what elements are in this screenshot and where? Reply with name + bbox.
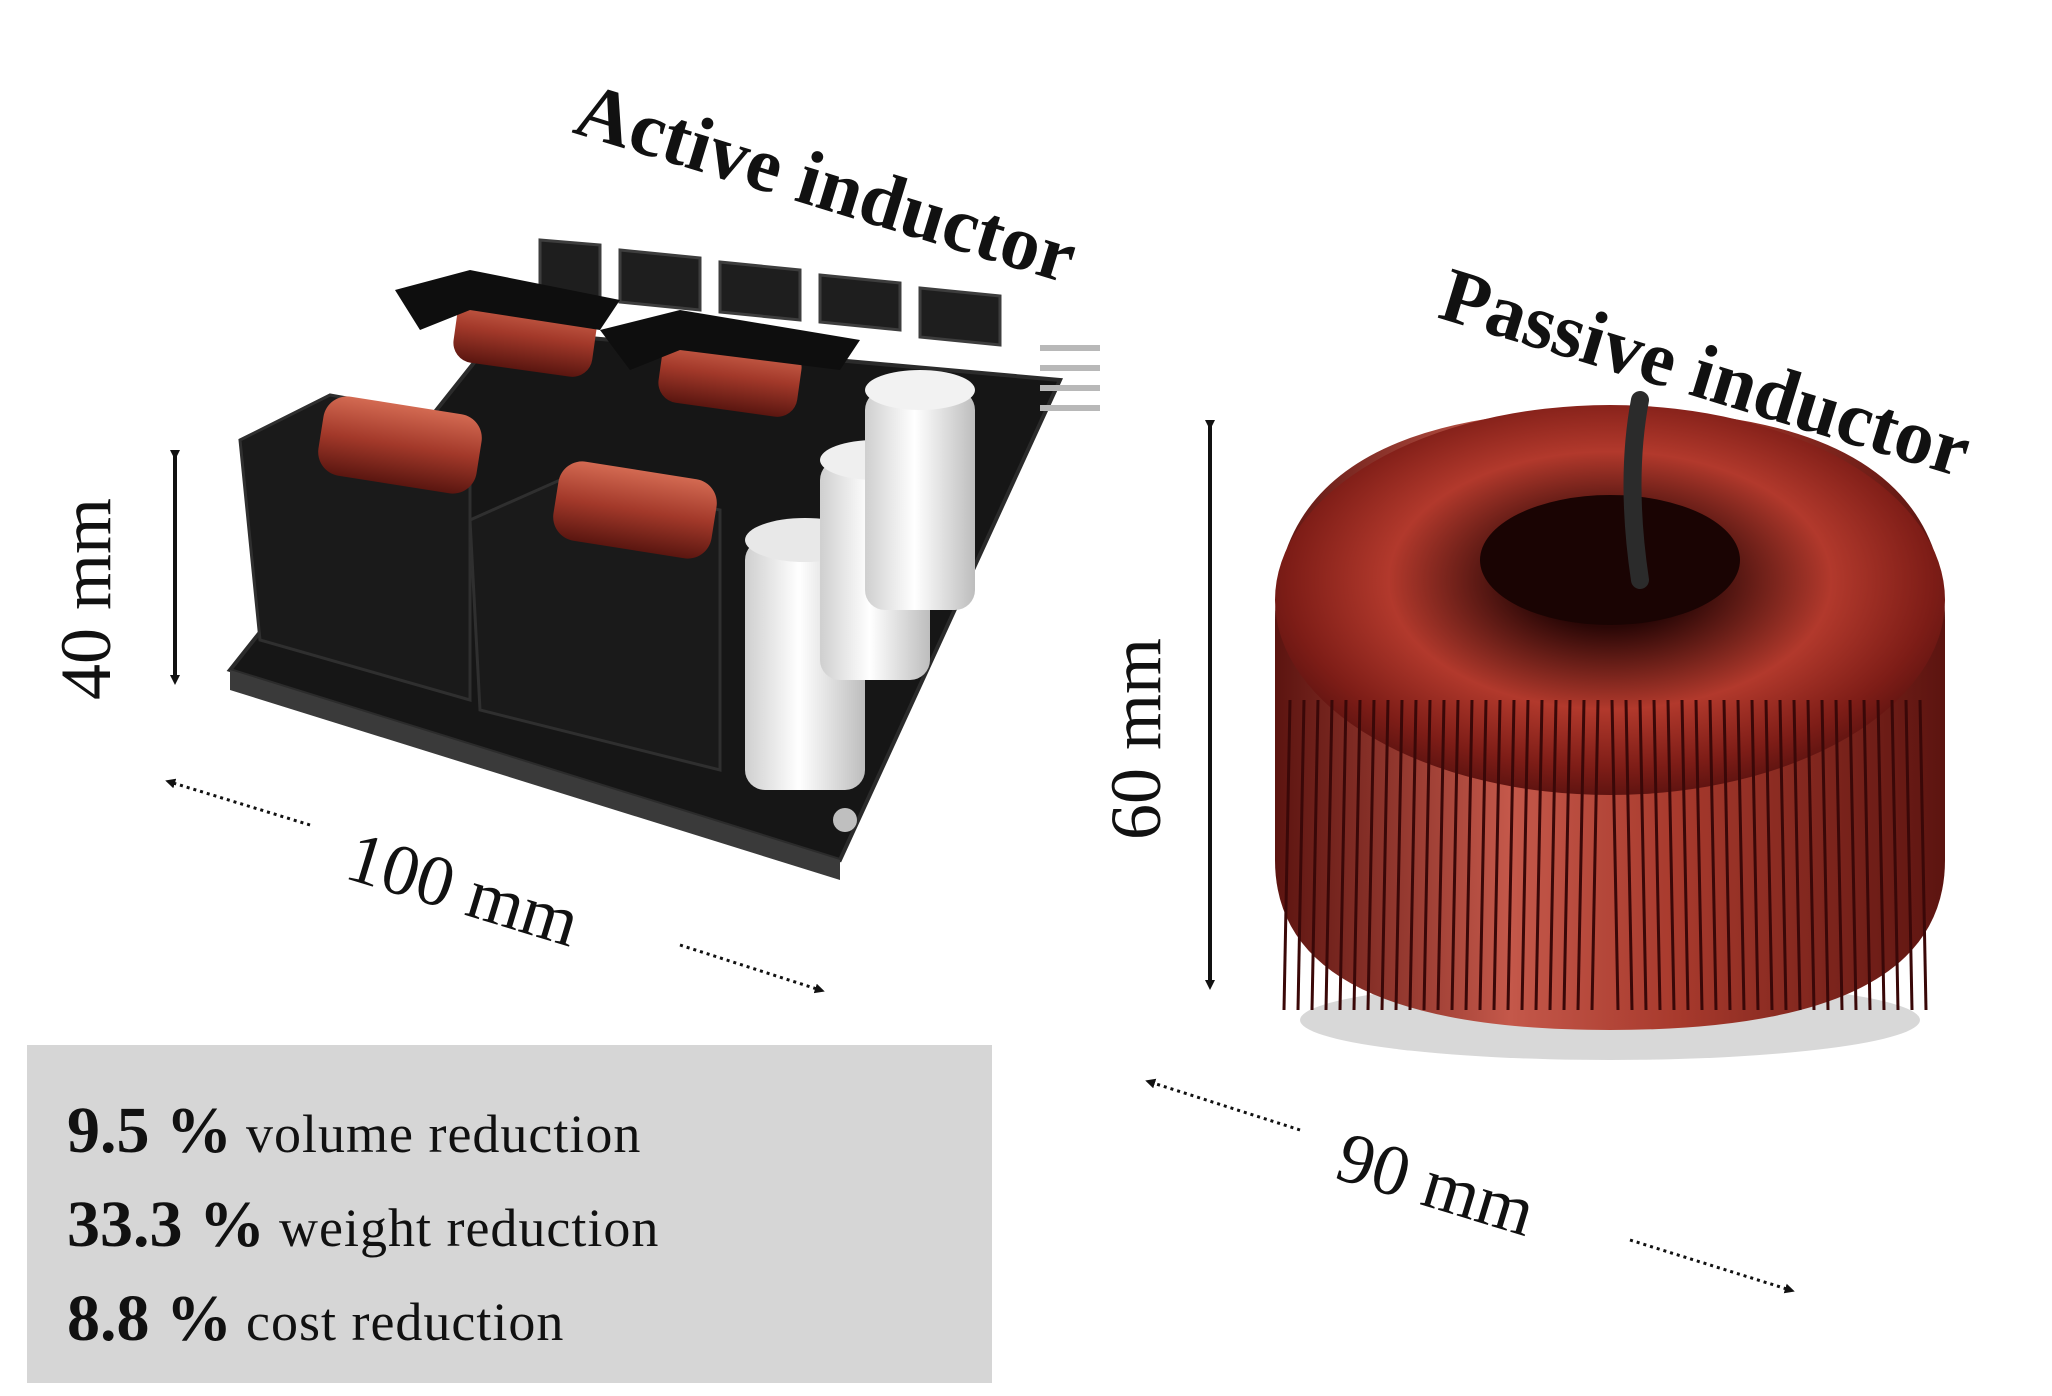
toroid-winding-line bbox=[1806, 699, 1816, 1011]
toroid-winding-line bbox=[1638, 699, 1648, 1011]
stat-volume-text: volume reduction bbox=[246, 1104, 642, 1164]
toroid-winding-line bbox=[1876, 699, 1886, 1011]
toroid-winding-line bbox=[1736, 699, 1746, 1011]
stat-weight-text: weight reduction bbox=[279, 1198, 660, 1258]
toroid-winding-line bbox=[1366, 699, 1376, 1011]
toroid-lead-wire bbox=[1623, 391, 1649, 589]
toroid-winding-line bbox=[1282, 699, 1292, 1011]
arrow-passive-width-right bbox=[1629, 1238, 1795, 1294]
toroid-winding-line bbox=[1722, 699, 1732, 1011]
inductor-core-back-left bbox=[395, 270, 620, 330]
toroid-winding-line bbox=[1862, 699, 1872, 1011]
toroid-winding-line bbox=[1652, 699, 1662, 1011]
toroid-winding-line bbox=[1590, 699, 1600, 1011]
pcb-mount-hole bbox=[833, 808, 857, 832]
toroid-winding-line bbox=[1708, 699, 1718, 1011]
toroid-winding-line bbox=[1380, 699, 1390, 1011]
toroid-winding-line bbox=[1890, 699, 1900, 1011]
toroid-winding-line bbox=[1666, 699, 1676, 1011]
toroid-winding-line bbox=[1820, 699, 1830, 1011]
front-coil-1 bbox=[318, 396, 482, 494]
toroid-winding-line bbox=[1750, 699, 1760, 1011]
arrow-passive-width-left bbox=[1145, 1078, 1301, 1132]
toroid-winding-line bbox=[1520, 699, 1530, 1011]
toroid-winding-line bbox=[1548, 699, 1558, 1011]
toroid-winding-line bbox=[1792, 699, 1802, 1011]
heatsink-fins bbox=[538, 238, 1002, 347]
toroid-winding-line bbox=[1904, 699, 1914, 1011]
pcb-edge bbox=[230, 670, 840, 880]
toroid-winding-line bbox=[1610, 699, 1620, 1011]
passive-height-label: 60 mm bbox=[1096, 637, 1176, 840]
toroid-winding-line bbox=[1624, 699, 1634, 1011]
arrow-active-width-left bbox=[165, 778, 311, 827]
stats-box: 9.5 %volume reduction 33.3 %weight reduc… bbox=[27, 1045, 992, 1383]
stat-weight-value: 33.3 % bbox=[67, 1188, 265, 1261]
toroid-winding-line bbox=[1834, 699, 1844, 1011]
toroid-winding-line bbox=[1506, 699, 1516, 1011]
toroid-winding-line bbox=[1778, 699, 1788, 1011]
toroid-winding-line bbox=[1576, 699, 1586, 1011]
toroid-winding-line bbox=[1394, 699, 1404, 1011]
toroid-winding-line bbox=[1478, 699, 1488, 1011]
stat-cost-value: 8.8 % bbox=[67, 1282, 232, 1355]
stat-cost: 8.8 %cost reduction bbox=[67, 1281, 564, 1357]
active-height-label: 40 mm bbox=[46, 497, 126, 700]
front-coil-2 bbox=[553, 461, 717, 559]
toroid-winding-line bbox=[1324, 699, 1334, 1011]
toroid-winding-line bbox=[1492, 699, 1502, 1011]
active-inductor-board bbox=[226, 238, 1100, 880]
toroid-winding-line bbox=[1764, 699, 1774, 1011]
toroid-winding-line bbox=[1310, 699, 1320, 1011]
toroid-winding-line bbox=[1918, 699, 1928, 1011]
toroid-winding-line bbox=[1450, 699, 1460, 1011]
stat-cost-text: cost reduction bbox=[246, 1292, 565, 1352]
inductor-core-back-right bbox=[600, 310, 860, 370]
stat-weight: 33.3 %weight reduction bbox=[67, 1187, 659, 1263]
toroid-winding-line bbox=[1352, 699, 1362, 1011]
passive-inductor-toroid bbox=[1275, 391, 1945, 1060]
stat-volume: 9.5 %volume reduction bbox=[67, 1093, 641, 1169]
toroid-winding-line bbox=[1534, 699, 1544, 1011]
toroid-winding-line bbox=[1408, 699, 1418, 1011]
capacitor-3 bbox=[865, 370, 975, 610]
stat-volume-value: 9.5 % bbox=[67, 1094, 232, 1167]
toroid-winding-line bbox=[1464, 699, 1474, 1011]
toroid-winding-line bbox=[1562, 699, 1572, 1011]
toroid-winding-line bbox=[1694, 699, 1704, 1011]
header-pins bbox=[1040, 345, 1100, 411]
toroid-winding-line bbox=[1296, 699, 1306, 1011]
arrow-active-width-right bbox=[679, 943, 825, 994]
toroid-winding-line bbox=[1680, 699, 1690, 1011]
toroid-winding-line bbox=[1422, 699, 1432, 1011]
toroid-winding-line bbox=[1848, 699, 1858, 1011]
toroid-hole bbox=[1480, 495, 1740, 625]
toroid-winding-line bbox=[1436, 699, 1446, 1011]
toroid-windings bbox=[1282, 699, 1928, 1011]
toroid-winding-line bbox=[1338, 699, 1348, 1011]
